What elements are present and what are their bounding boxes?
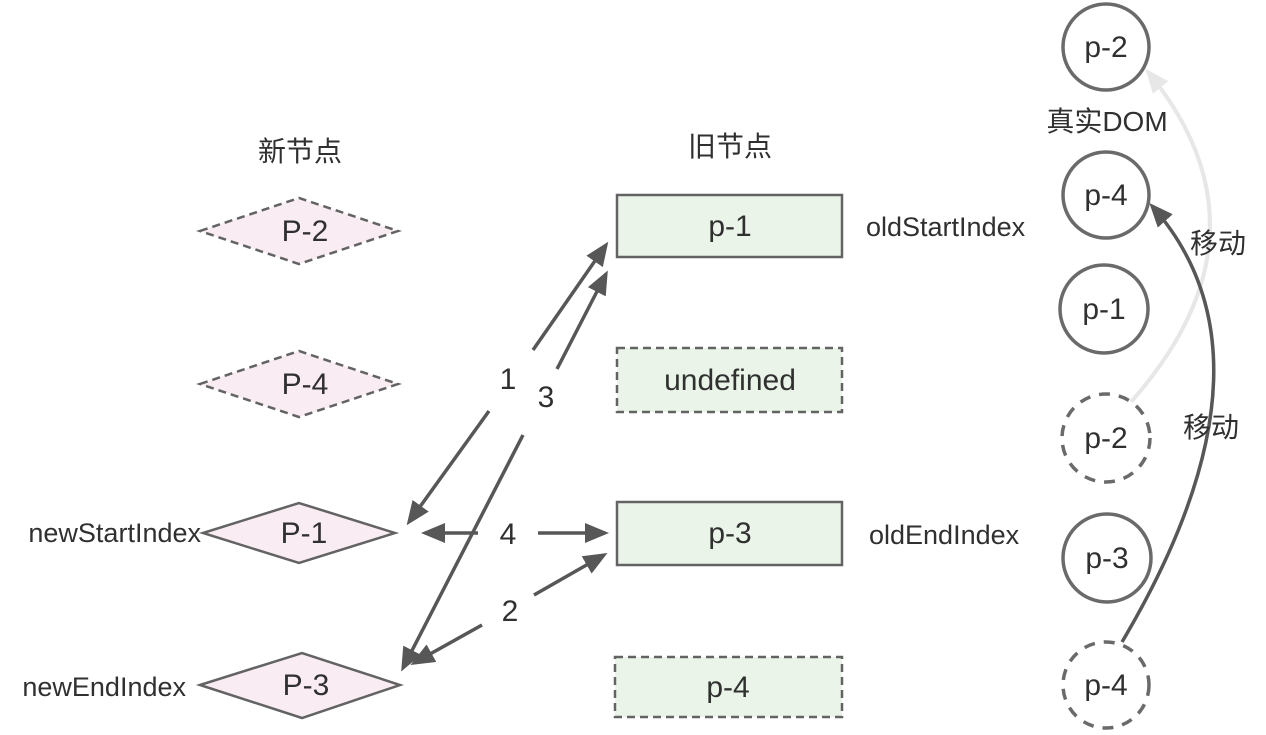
step-label-2: 2 <box>502 595 519 628</box>
old-start-index-label: oldStartIndex <box>866 212 1026 242</box>
dom-node-p2-label: p-2 <box>1084 31 1127 64</box>
old-end-index-label: oldEndIndex <box>869 520 1020 550</box>
new-node-p3-label: P-3 <box>283 669 330 702</box>
dom-node-p4-dashed: p-4 <box>1061 640 1151 730</box>
old-nodes-title: 旧节点 <box>688 131 772 162</box>
circle-p3 <box>1061 512 1153 604</box>
circle-p4 <box>1061 150 1151 240</box>
old-node-p1-label: p-1 <box>708 210 751 243</box>
new-node-p2: P-2 <box>196 196 402 266</box>
dom-node-p4-dashed-label: p-4 <box>1084 669 1127 702</box>
move-label-bottom: 移动 <box>1183 412 1239 443</box>
dom-node-p1: p-1 <box>1058 263 1150 355</box>
compare-arrow-3 <box>401 270 608 672</box>
new-start-index-label: newStartIndex <box>28 518 201 548</box>
new-node-p3: P-3 <box>195 651 404 720</box>
compare-arrow-2 <box>410 553 608 665</box>
old-node-p3: p-3 <box>615 500 844 567</box>
new-end-index-label: newEndIndex <box>22 672 186 702</box>
new-node-p4: P-4 <box>196 349 402 419</box>
new-nodes-title: 新节点 <box>258 136 342 167</box>
compare-arrow-2-to-old <box>533 553 608 597</box>
dom-node-p2: p-2 <box>1061 2 1151 92</box>
step-label-1: 1 <box>500 363 517 396</box>
new-node-p1-label: P-1 <box>281 517 328 550</box>
step-label-3: 3 <box>538 381 555 414</box>
dom-node-p4: p-4 <box>1061 150 1151 240</box>
compare-arrow-1-to-new <box>406 409 491 526</box>
dom-node-p3-label: p-3 <box>1085 542 1128 575</box>
dom-node-p2-dashed-label: p-2 <box>1084 422 1127 455</box>
circle-p2-dashed <box>1060 392 1152 484</box>
dom-node-p1-label: p-1 <box>1082 293 1125 326</box>
move-label-top: 移动 <box>1190 228 1246 259</box>
rect-p4 <box>613 655 844 719</box>
move-arrow-faded-p2 <box>1129 68 1212 404</box>
new-node-p2-label: P-2 <box>282 215 329 248</box>
move-arrow-p4 <box>1120 203 1216 643</box>
circle-p1 <box>1058 263 1150 355</box>
new-node-p1: P-1 <box>198 501 400 565</box>
circle-p4-dashed <box>1061 640 1151 730</box>
diamond-p4 <box>196 349 402 419</box>
old-node-p4: p-4 <box>613 655 844 719</box>
real-dom-title: 真实DOM <box>1046 106 1167 137</box>
old-node-undefined: undefined <box>615 346 844 414</box>
old-node-undefined-label: undefined <box>664 364 796 397</box>
compare-arrow-3-to-old <box>555 270 608 370</box>
old-node-p3-label: p-3 <box>708 517 751 550</box>
new-node-p4-label: P-4 <box>282 368 329 401</box>
rect-undefined <box>615 346 844 414</box>
compare-arrow-1 <box>406 241 609 526</box>
diamond-p2 <box>196 196 402 266</box>
diamond-p1 <box>198 501 400 565</box>
circle-p2 <box>1061 2 1151 92</box>
old-node-p1: p-1 <box>615 193 844 259</box>
rect-p1 <box>615 193 844 259</box>
step-label-4: 4 <box>500 518 517 551</box>
diamond-p3 <box>195 651 404 720</box>
compare-arrow-1-to-old <box>531 241 609 351</box>
compare-arrow-2-to-new <box>410 623 483 665</box>
old-node-p4-label: p-4 <box>706 671 749 704</box>
dom-node-p2-dashed: p-2 <box>1060 392 1152 484</box>
dom-node-p4-label: p-4 <box>1084 179 1127 212</box>
compare-arrow-3-to-new <box>401 434 525 672</box>
rect-p3 <box>615 500 844 567</box>
dom-node-p3: p-3 <box>1061 512 1153 604</box>
